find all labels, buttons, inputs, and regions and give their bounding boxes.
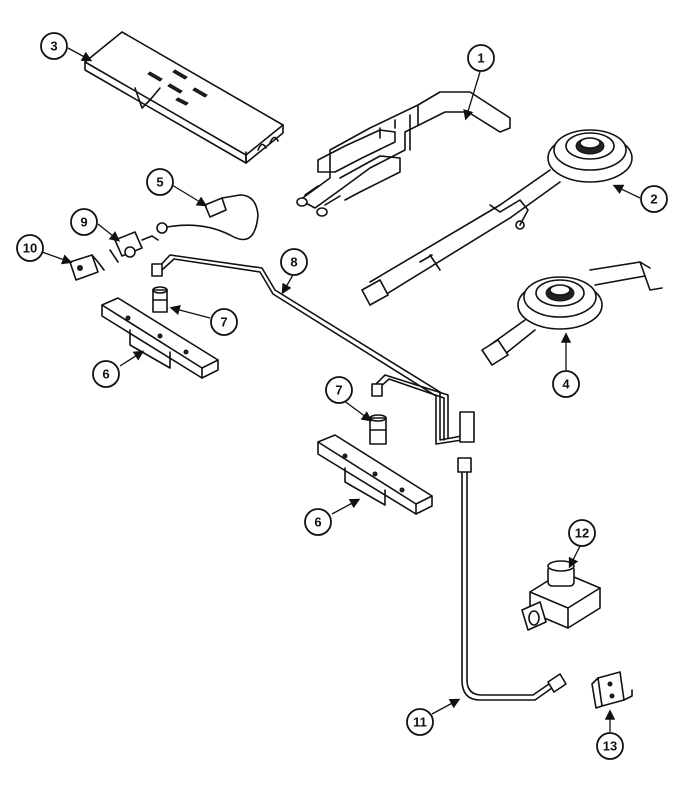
flex-gas-line-part (457, 457, 567, 701)
callout-number: 7 (335, 383, 342, 398)
callout-number: 12 (575, 526, 589, 541)
callout-10: 10 (16, 234, 44, 262)
callout-8: 8 (280, 248, 308, 276)
callout-11: 11 (406, 708, 434, 736)
callout-number: 1 (477, 51, 484, 66)
callout-6-lower: 6 (304, 508, 332, 536)
callout-number: 3 (50, 39, 57, 54)
callout-number: 2 (650, 192, 657, 207)
callout-3: 3 (40, 32, 68, 60)
callout-number: 6 (102, 367, 109, 382)
orifice-spud-upper-part (152, 286, 168, 313)
callout-2: 2 (640, 185, 668, 213)
front-burner-part (481, 261, 663, 366)
callout-number: 7 (220, 315, 227, 330)
callout-1: 1 (467, 44, 495, 72)
pressure-regulator-part (521, 560, 601, 631)
valve-bracket-lower-part (317, 434, 433, 515)
orifice-spud-lower-part (369, 414, 387, 445)
top-burner-tube-part (296, 91, 511, 217)
callout-9: 9 (70, 208, 98, 236)
rear-burner-part (361, 129, 633, 306)
valve-bracket-upper-part (101, 297, 219, 379)
callout-number: 9 (80, 215, 87, 230)
callout-13: 13 (596, 732, 624, 760)
igniter-clip-part (69, 254, 105, 281)
burner-bracket-part (84, 31, 284, 164)
callout-number: 5 (156, 175, 163, 190)
callout-5: 5 (146, 168, 174, 196)
callout-number: 11 (413, 715, 427, 730)
orifice-fitting-part (156, 194, 259, 241)
leader-lines (41, 47, 641, 732)
callout-7-upper: 7 (210, 308, 238, 336)
callout-number: 8 (290, 255, 297, 270)
callout-number: 4 (562, 377, 570, 392)
gas-manifold-tubing-part (151, 254, 475, 445)
callout-number: 6 (314, 515, 321, 530)
callout-12: 12 (568, 519, 596, 547)
spark-igniter-part (109, 231, 159, 263)
callout-6-upper: 6 (92, 360, 120, 388)
callout-7-lower: 7 (325, 376, 353, 404)
callout-4: 4 (552, 370, 580, 398)
callout-number: 10 (23, 241, 37, 256)
mounting-bracket-part (591, 671, 633, 709)
callout-number: 13 (603, 739, 617, 754)
